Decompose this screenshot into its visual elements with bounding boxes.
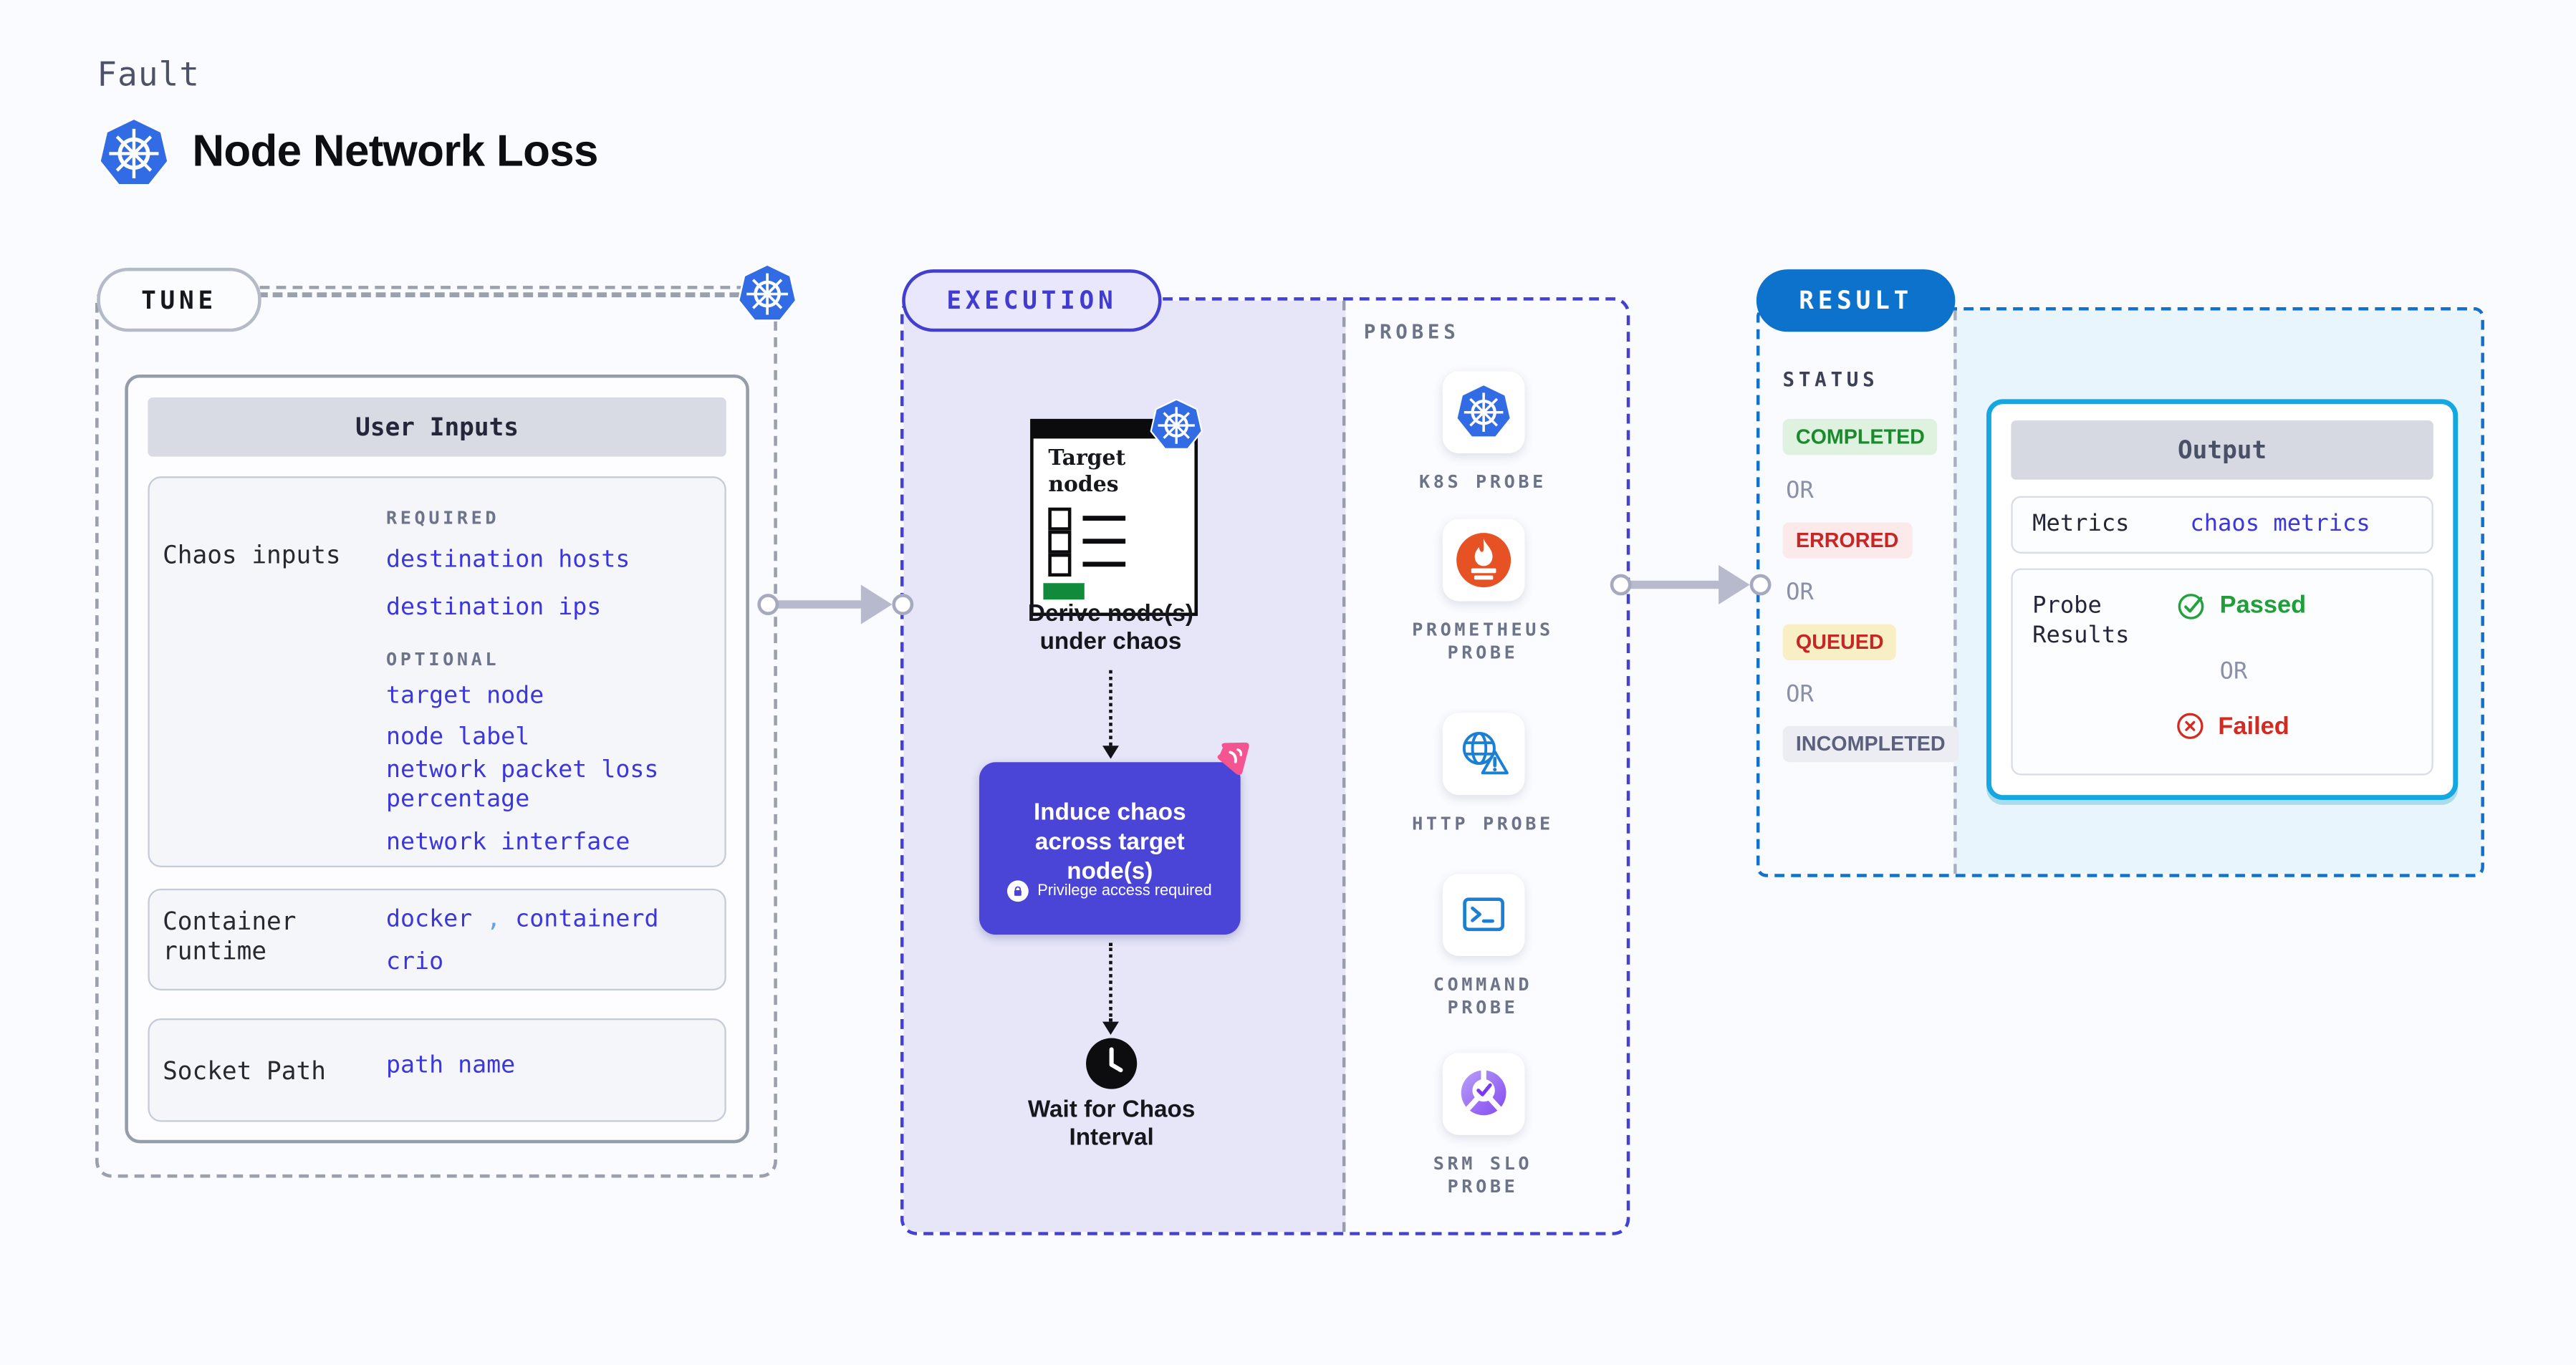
metrics-row: Metrics chaos metrics	[2011, 496, 2433, 554]
tune-badge: TUNE	[97, 267, 261, 332]
dotted-arrow	[1102, 670, 1119, 759]
list-line	[1082, 561, 1126, 566]
probe-results-row: Probe Results Passed OR Failed	[2011, 568, 2433, 776]
http-globe-warning-icon	[1441, 713, 1524, 796]
chaos-litmus-icon	[1211, 737, 1256, 781]
list-line	[1082, 539, 1126, 544]
arrow-head	[1719, 564, 1750, 605]
or-label: OR	[1786, 579, 1814, 607]
kubernetes-icon	[1441, 371, 1524, 454]
privilege-note: Privilege access required	[979, 880, 1241, 902]
env-link[interactable]: path name	[385, 1053, 516, 1079]
probes-label: PROBES	[1363, 320, 1460, 344]
runtime-values: docker , containerd	[386, 905, 715, 935]
derive-step-label: Derive node(s) under chaos	[1027, 601, 1193, 656]
output-card: Output Metrics chaos metrics Probe Resul…	[1986, 399, 2459, 800]
arrow-shaft	[1628, 580, 1722, 589]
env-link[interactable]: target node	[385, 683, 544, 710]
checkbox-icon	[1048, 553, 1072, 577]
arrow-endpoint	[1610, 574, 1632, 596]
clock-icon	[1085, 1036, 1139, 1091]
required-label: REQUIRED	[385, 507, 500, 529]
target-nodes-title: Target nodes	[1048, 446, 1126, 498]
probe-results-label: Probe Results	[2032, 592, 2130, 649]
kubernetes-icon	[1150, 399, 1203, 451]
passed-result: Passed	[2176, 589, 2306, 621]
kubernetes-icon	[99, 118, 170, 189]
chaos-inputs-values: REQUIRED destination hosts destination i…	[386, 498, 715, 857]
env-link[interactable]: crio	[385, 949, 444, 976]
optional-label: OPTIONAL	[385, 648, 500, 670]
target-nodes-illustration: Target nodes	[1030, 418, 1198, 617]
probe-name: K8S PROBE	[1418, 471, 1547, 493]
user-inputs-card: User Inputs Chaos inputs REQUIRED destin…	[125, 374, 749, 1144]
execution-badge: EXECUTION	[902, 269, 1162, 332]
arrow-endpoint	[757, 594, 779, 615]
check-circle-icon	[2176, 589, 2207, 621]
arrow-endpoint	[892, 594, 914, 615]
separator: ,	[486, 907, 501, 933]
env-link[interactable]: chaos metrics	[2190, 511, 2370, 538]
checkbox-icon	[1048, 530, 1072, 554]
failed-result: Failed	[2176, 711, 2289, 741]
container-runtime-row: Container runtime docker , containerd cr…	[148, 888, 726, 991]
fault-kicker: Fault	[97, 54, 201, 94]
chaos-inputs-label: Chaos inputs	[163, 540, 341, 570]
x-circle-icon	[2176, 711, 2205, 741]
status-badge: INCOMPLETED	[1782, 725, 1959, 763]
env-link[interactable]: docker	[385, 907, 473, 933]
probe-item: K8S PROBE	[1367, 371, 1598, 494]
arrow-head	[860, 584, 893, 624]
page-title: Node Network Loss	[192, 126, 598, 176]
wait-step-label: Wait for Chaos Interval	[1027, 1097, 1196, 1152]
container-runtime-label: Container runtime	[163, 907, 297, 966]
or-label: OR	[2219, 658, 2248, 685]
socket-path-row: Socket Path path name	[148, 1018, 726, 1122]
terminal-icon	[1441, 874, 1524, 956]
or-label: OR	[1786, 681, 1814, 708]
arrow-endpoint	[1749, 574, 1772, 596]
result-badge: RESULT	[1756, 269, 1956, 332]
probe-item: COMMAND PROBE	[1367, 874, 1598, 1020]
probe-item: SRM SLO PROBE	[1367, 1053, 1598, 1199]
status-badge: COMPLETED	[1782, 418, 1938, 455]
prometheus-icon	[1441, 518, 1524, 602]
tune-connector-line	[258, 292, 740, 298]
env-link[interactable]: network packet loss percentage	[385, 757, 659, 814]
socket-path-label: Socket Path	[163, 1056, 326, 1086]
metrics-label: Metrics	[2032, 511, 2130, 538]
probe-name: HTTP PROBE	[1412, 813, 1554, 835]
status-badge: QUEUED	[1782, 624, 1897, 661]
tune-panel	[95, 286, 777, 1178]
env-link[interactable]: node label	[385, 724, 530, 751]
env-link[interactable]: containerd	[515, 907, 659, 933]
chaos-inputs-row: Chaos inputs REQUIRED destination hosts …	[148, 476, 726, 868]
flow-arrow	[1610, 564, 1772, 607]
env-link[interactable]: destination hosts	[385, 546, 630, 574]
env-link[interactable]: destination ips	[385, 594, 602, 621]
induce-chaos-label: Induce chaos across target node(s)	[1034, 799, 1186, 886]
env-link[interactable]: network interface	[385, 829, 630, 856]
probe-item: PROMETHEUS PROBE	[1367, 518, 1598, 665]
user-inputs-title: User Inputs	[148, 397, 726, 457]
or-label: OR	[1786, 478, 1814, 505]
output-title: Output	[2011, 420, 2433, 480]
probe-name: COMMAND PROBE	[1433, 974, 1533, 1019]
arrow-shaft	[775, 600, 865, 609]
flow-arrow	[757, 583, 914, 626]
checkbox-icon	[1048, 507, 1072, 531]
privilege-note-text: Privilege access required	[1037, 882, 1212, 900]
dotted-arrow	[1102, 942, 1119, 1035]
status-badge: ERRORED	[1782, 522, 1912, 559]
status-label: STATUS	[1782, 367, 1879, 391]
lock-icon	[1007, 880, 1029, 902]
probe-item: HTTP PROBE	[1367, 713, 1598, 836]
induce-chaos-box: Induce chaos across target node(s) Privi…	[979, 762, 1241, 935]
probe-name: SRM SLO PROBE	[1433, 1153, 1533, 1198]
probe-name: PROMETHEUS PROBE	[1412, 619, 1554, 664]
kubernetes-icon	[738, 264, 797, 324]
green-bar	[1043, 583, 1085, 600]
slo-donut-check-icon	[1441, 1053, 1524, 1135]
list-line	[1082, 516, 1126, 520]
